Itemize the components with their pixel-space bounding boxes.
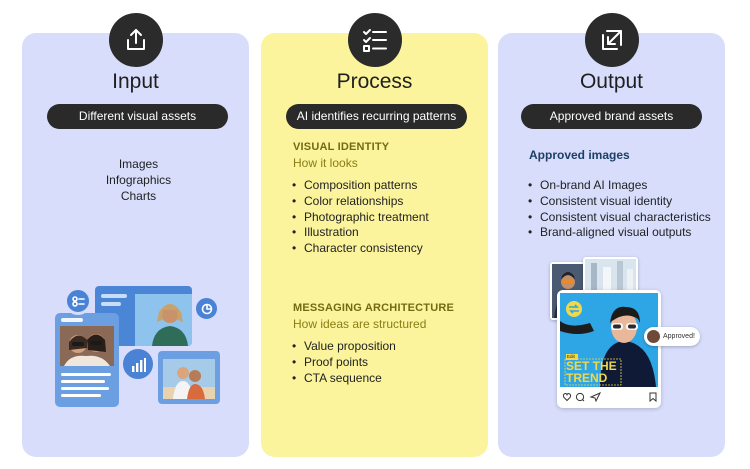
export-arrow-icon	[585, 13, 639, 67]
beach-image-window	[158, 351, 220, 404]
process-pill: AI identifies recurring patterns	[286, 104, 467, 129]
input-pill: Different visual assets	[47, 104, 228, 129]
social-post-mockup: Edit SET THE TREND	[557, 290, 661, 408]
list-item: Consistent visual characteristics	[528, 210, 711, 226]
social-actions-icon	[563, 392, 602, 402]
checklist-icon	[348, 13, 402, 67]
input-asset-list: Images Infographics Charts	[25, 156, 252, 204]
woman-photo-icon	[152, 304, 188, 346]
process-title: Process	[336, 70, 413, 93]
upload-icon	[109, 13, 163, 67]
layers-icon	[64, 287, 92, 315]
list-item: Color relationships	[292, 194, 429, 210]
output-pill: Approved brand assets	[521, 104, 702, 129]
list-item: Consistent visual identity	[528, 194, 711, 210]
document-window	[55, 313, 119, 407]
messaging-subheading: How ideas are structured	[293, 317, 427, 331]
avatar	[647, 330, 660, 343]
list-item: Images	[118, 157, 159, 171]
visual-identity-subheading: How it looks	[293, 156, 358, 170]
list-item: Brand-aligned visual outputs	[528, 225, 711, 241]
bar-chart-icon	[120, 346, 156, 382]
list-item: Illustration	[292, 225, 429, 241]
campaign-photo-icon	[560, 293, 658, 387]
list-item: Photographic treatment	[292, 210, 429, 226]
output-title: Output	[579, 70, 644, 93]
bookmark-icon	[649, 392, 657, 402]
list-item: On-brand AI Images	[528, 178, 711, 194]
messaging-heading: MESSAGING ARCHITECTURE	[293, 302, 455, 314]
list-item: CTA sequence	[292, 371, 396, 387]
chart-pie-icon	[193, 295, 220, 322]
mockup-tag: Edit	[567, 354, 575, 359]
approved-badge: Approved!	[644, 327, 700, 346]
input-title: Input	[112, 70, 159, 93]
friends-photo-icon	[60, 326, 114, 366]
list-item: Value proposition	[292, 339, 396, 355]
list-item: Character consistency	[292, 241, 429, 257]
list-item: Composition patterns	[292, 178, 429, 194]
visual-identity-list: Composition patterns Color relationships…	[292, 178, 429, 257]
approved-images-heading: Approved images	[529, 148, 630, 162]
visual-identity-heading: VISUAL IDENTITY	[293, 141, 390, 153]
mockup-headline-1: SET THE	[566, 359, 617, 373]
messaging-list: Value proposition Proof points CTA seque…	[292, 339, 396, 386]
people-photo-icon	[163, 359, 215, 399]
output-list: On-brand AI Images Consistent visual ide…	[528, 178, 711, 241]
approved-label: Approved!	[663, 333, 695, 340]
list-item: Charts	[120, 189, 157, 203]
list-item: Proof points	[292, 355, 396, 371]
mockup-headline-2: TREND	[566, 371, 608, 385]
list-item: Infographics	[105, 173, 172, 187]
